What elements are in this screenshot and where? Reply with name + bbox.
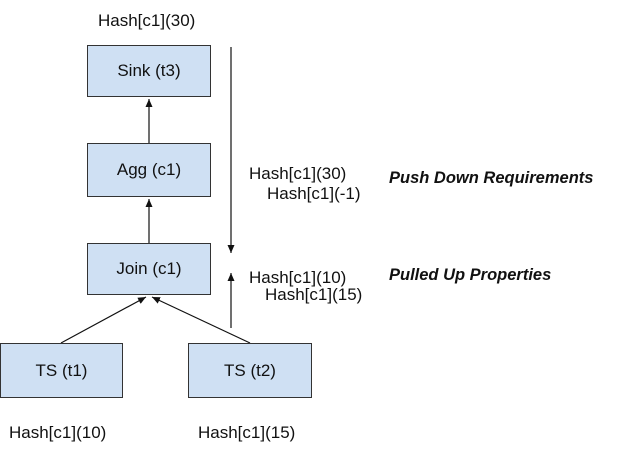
sink-hash-label: Hash[c1](30) (98, 11, 196, 30)
push-hash-label-1: Hash[c1](30) (249, 164, 347, 183)
pull-hash-label-1: Hash[c1](10) (249, 268, 347, 287)
ts2-node-label: TS (t2) (224, 360, 276, 380)
ts2-node: TS (t2) (188, 343, 312, 398)
ts2-hash-label: Hash[c1](15) (198, 423, 296, 442)
ts1-hash-label: Hash[c1](10) (9, 423, 107, 442)
edge-ts1-to-join (60, 296, 147, 344)
join-node-label: Join (c1) (116, 259, 182, 278)
pulled-up-annotation: Pulled Up Properties (389, 266, 552, 284)
push-down-annotation: Push Down Requirements (389, 169, 594, 187)
push-hash-label-2: Hash[c1](-1) (267, 184, 361, 203)
sink-node: Sink (t3) (87, 45, 211, 97)
ts1-node: TS (t1) (0, 343, 123, 398)
join-node: Join (c1) (87, 243, 211, 295)
pull-hash-label-2: Hash[c1](15) (265, 285, 363, 304)
agg-node-label: Agg (c1) (116, 160, 182, 179)
ts1-node-label: TS (t1) (35, 360, 88, 380)
agg-node: Agg (c1) (87, 143, 211, 197)
sink-node-label: Sink (t3) (117, 61, 181, 80)
edge-ts2-to-join (151, 296, 251, 344)
